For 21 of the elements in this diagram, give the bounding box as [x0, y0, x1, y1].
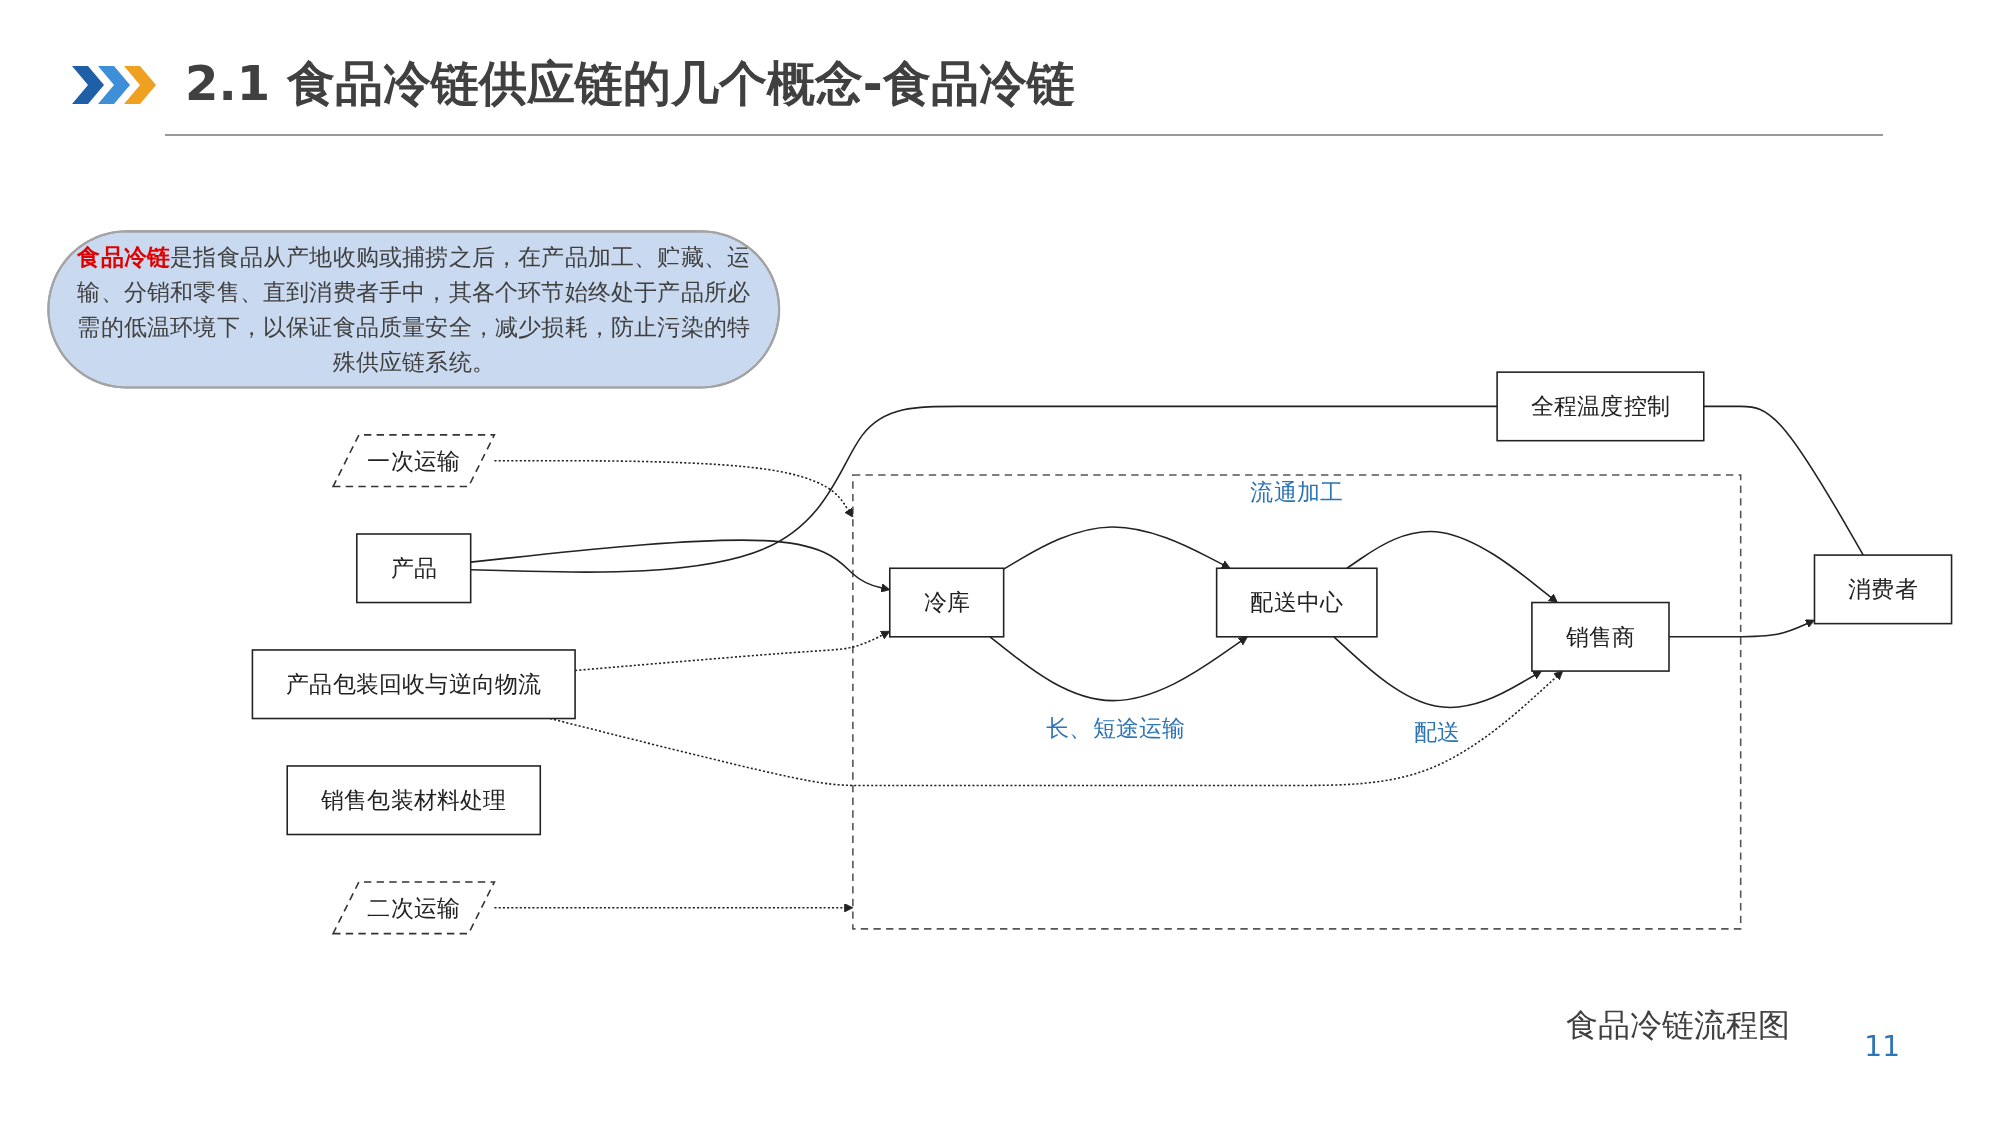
- arrow: [989, 636, 1248, 702]
- node-box: 产品: [356, 533, 472, 604]
- node-box: 全程温度控制: [1496, 371, 1705, 442]
- edge-label: 配送: [1413, 718, 1461, 746]
- arrow: [1002, 526, 1231, 570]
- arrow: [493, 459, 854, 518]
- connector: [1703, 405, 1865, 556]
- node-box: 销售商: [1531, 601, 1670, 672]
- node-box: 消费者: [1813, 554, 1953, 625]
- arrow: [493, 903, 854, 913]
- node-box: 产品包装回收与逆向物流: [251, 649, 576, 720]
- node-box: 销售包装材料处理: [286, 765, 542, 836]
- arrow: [1333, 636, 1542, 709]
- figure-caption: 食品冷链流程图: [1566, 1005, 1790, 1046]
- edge-label: 长、短途运输: [1046, 714, 1186, 742]
- arrow: [1668, 619, 1815, 638]
- page-number: 11: [1864, 1030, 1900, 1063]
- node-box: 冷库: [889, 567, 1005, 638]
- node-box: 配送中心: [1215, 567, 1378, 638]
- slide-title: 2.1 食品冷链供应链的几个概念-食品冷链: [185, 54, 1075, 113]
- arrow: [1346, 530, 1558, 603]
